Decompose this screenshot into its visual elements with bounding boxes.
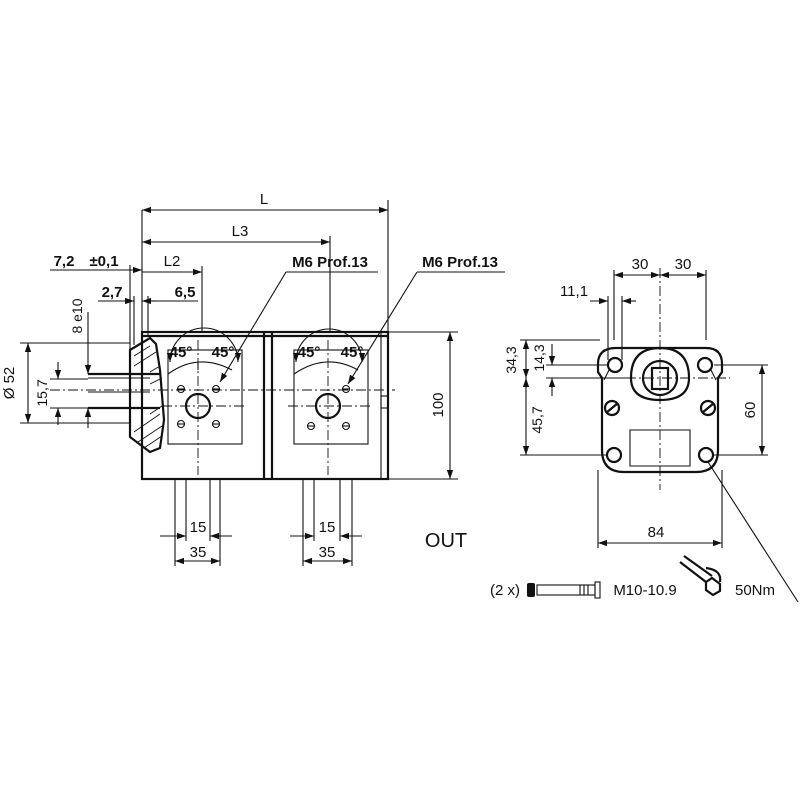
flange-section (128, 336, 166, 454)
bolt-hole-tl (606, 356, 624, 374)
bolt-spec: (2 x) M10-10.9 50Nm (490, 555, 775, 599)
dim-7-2: 7,2 (54, 253, 75, 270)
dim-15-7: 15,7 (34, 379, 50, 406)
dim-30-right: 30 (675, 256, 692, 273)
port-1-dims: 15 35 (160, 479, 232, 566)
dim-35-port2: 35 (319, 544, 336, 561)
dim-30-left: 30 (632, 256, 649, 273)
screw-left (603, 399, 621, 417)
angle-45-b: 45° (212, 344, 235, 361)
dim-100: 100 (430, 392, 447, 417)
tolerance-0-1: ±0,1 (89, 253, 118, 270)
angle-45-a: 45° (170, 344, 193, 361)
port-2 (288, 328, 372, 475)
m6-callout-1: M6 Prof.13 (292, 254, 368, 271)
dim-34-3: 34,3 (503, 346, 519, 373)
drain-plug (380, 395, 389, 409)
angle-45-c: 45° (298, 344, 321, 361)
dim-dia-52: Ø 52 (1, 367, 18, 400)
dim-11-1: 11,1 (560, 283, 588, 300)
bolt-hole-bl (605, 446, 623, 464)
dim-45-7: 45,7 (529, 406, 545, 433)
out-label: OUT (425, 530, 467, 552)
bolt-qty: (2 x) (490, 582, 520, 599)
dim-8e10: 8 e10 (69, 298, 85, 333)
side-view: L L3 L2 7,2 ±0,1 2,7 6,5 8 e10 Ø 52 15,7 (1, 191, 505, 566)
bolt-spec-label: M10-10.9 (613, 582, 676, 599)
torque-label: 50Nm (735, 582, 775, 599)
torque-wrench-icon (679, 555, 722, 597)
m6-callout-2: M6 Prof.13 (422, 254, 498, 271)
dim-15-port2: 15 (319, 519, 336, 536)
bolt-hole-tr (696, 356, 714, 374)
front-view: 30 30 11,1 34,3 14,3 45,7 60 84 (503, 256, 799, 603)
dim-L3: L3 (232, 223, 249, 240)
drive-shaft (88, 372, 160, 410)
port-1 (162, 327, 246, 475)
bolt-head-icon (527, 583, 535, 597)
dim-L: L (260, 191, 268, 208)
dim-14-3: 14,3 (531, 344, 547, 371)
dim-6-5: 6,5 (175, 284, 196, 301)
dim-2-7: 2,7 (102, 284, 123, 301)
dim-15-port1: 15 (190, 519, 207, 536)
port-2-dims: 15 35 (290, 479, 362, 566)
flange-outline (596, 346, 724, 474)
dim-84: 84 (648, 524, 665, 541)
angle-45-d: 45° (341, 344, 364, 361)
dim-35-port1: 35 (190, 544, 207, 561)
screw-right (699, 399, 717, 417)
bolt-hole-br (697, 446, 715, 464)
dim-60: 60 (742, 402, 759, 419)
dim-L2: L2 (164, 253, 181, 270)
